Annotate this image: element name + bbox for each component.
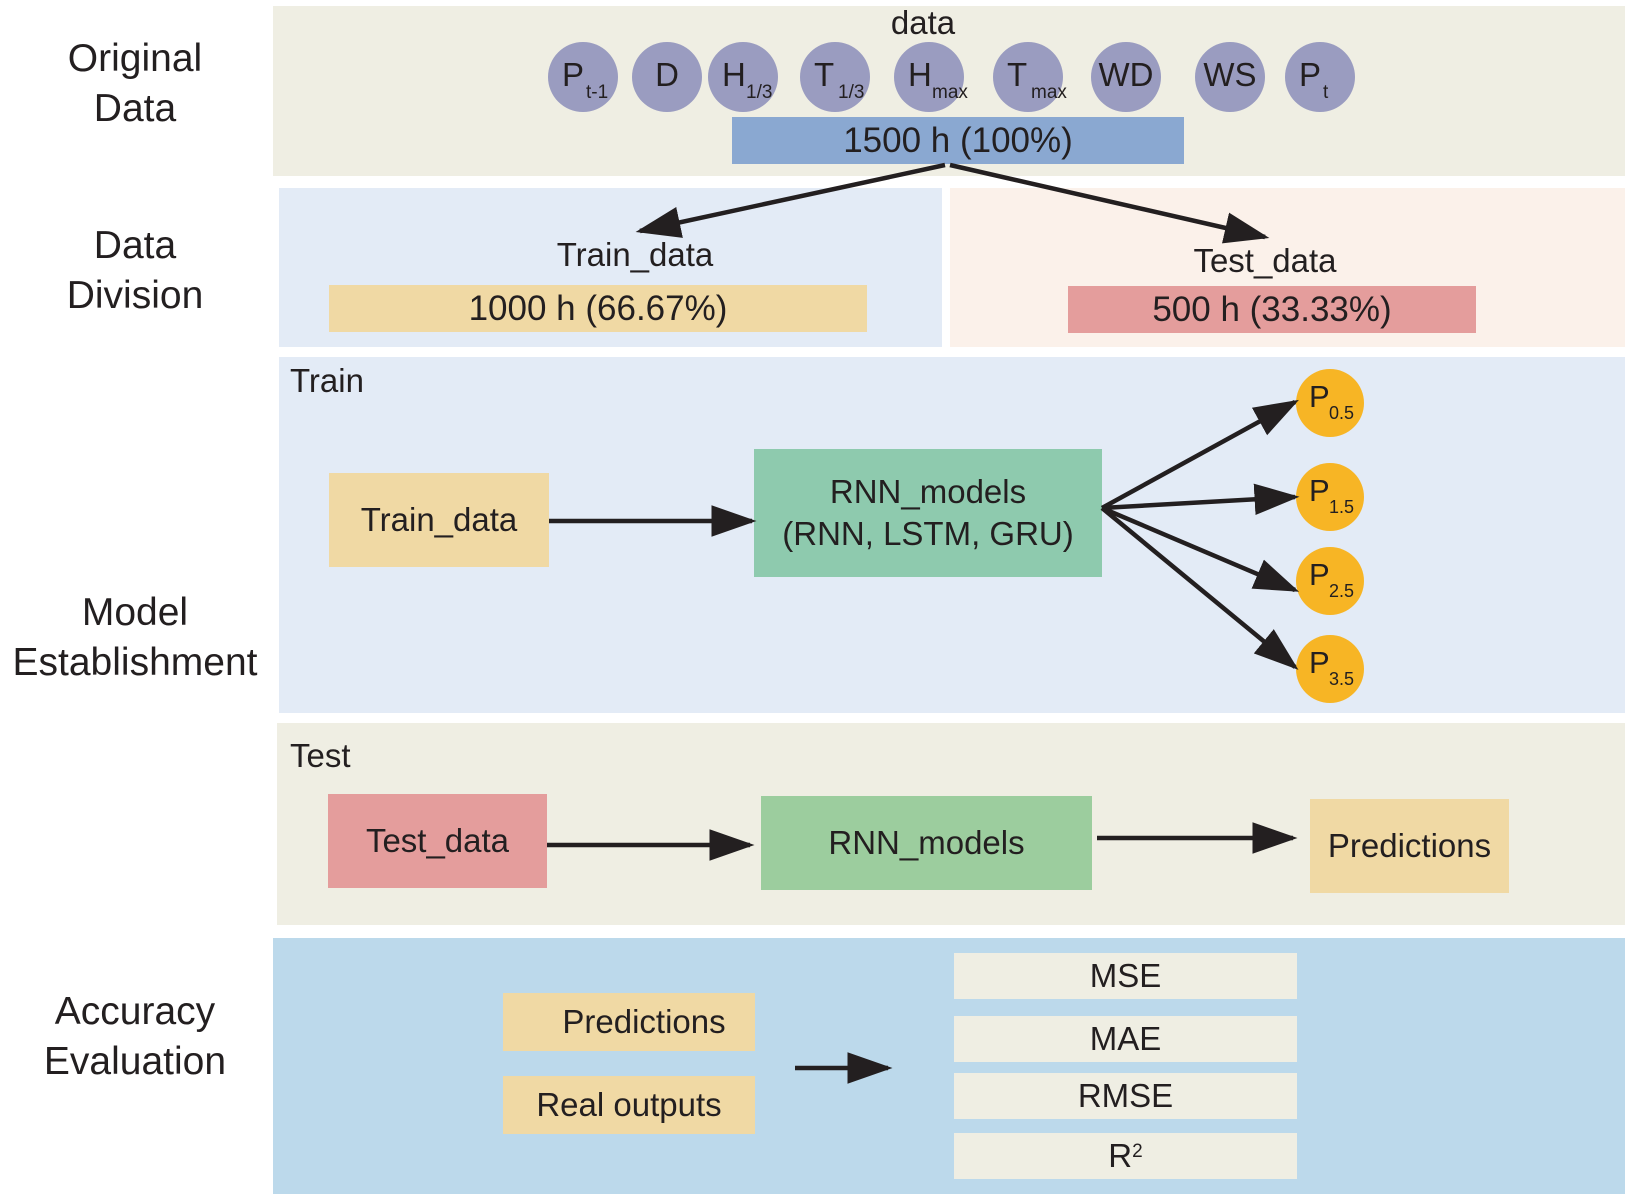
arrow-model-to-p25	[1101, 505, 1300, 593]
variable-subscript: t	[1323, 82, 1329, 103]
test-predictions-box: Predictions	[1310, 799, 1509, 893]
variable-symbol: P	[562, 56, 585, 93]
variable-symbol: WD	[1098, 56, 1154, 93]
arrow-model-to-p05	[1100, 399, 1299, 510]
variable-symbol: T	[814, 56, 835, 93]
variable-symbol: H	[722, 56, 746, 93]
eval-real-outputs-box: Real outputs	[503, 1076, 755, 1134]
test-section-label: Test	[290, 737, 351, 774]
output-subscript: 0.5	[1329, 403, 1355, 423]
test-split-title: Test_data	[1193, 242, 1337, 279]
test-input-box: Test_data	[328, 794, 547, 888]
arrow-model-to-p15	[1101, 483, 1300, 516]
variable-symbol: WS	[1203, 56, 1257, 93]
variable-subscript: max	[932, 82, 968, 103]
stage-label-data-division: Data Division	[0, 221, 270, 321]
variable-symbol: D	[655, 56, 679, 93]
output-subscript: 1.5	[1329, 497, 1355, 517]
rnn-models-box: RNN_models (RNN, LSTM, GRU)	[754, 449, 1102, 577]
stage-label-line: Division	[66, 274, 204, 317]
output-subscript: 2.5	[1329, 581, 1355, 601]
evaluation-panel	[273, 938, 1625, 1194]
output-symbol: P	[1309, 557, 1330, 592]
train-split-title: Train_data	[556, 236, 714, 273]
train-section-label: Train	[290, 362, 364, 399]
arrow-split-train	[635, 162, 946, 238]
stage-label-line: Data	[93, 87, 177, 130]
test-split-bar: 500 h (33.33%)	[1068, 286, 1476, 333]
variable-subscript: t-1	[586, 82, 609, 103]
variable-subscript: max	[1031, 82, 1067, 103]
metric-mse: MSE	[954, 953, 1297, 999]
metric-rmse: RMSE	[954, 1073, 1297, 1119]
stage-label-line: Accuracy	[54, 990, 216, 1033]
stage-label-accuracy-evaluation: Accuracy Evaluation	[0, 987, 270, 1087]
metric-mae: MAE	[954, 1016, 1297, 1062]
arrow-model-to-p35	[1100, 506, 1299, 670]
stage-label-model-establishment: Model Establishment	[0, 588, 270, 688]
arrow-split-test	[949, 162, 1270, 244]
variable-subscript: 1/3	[838, 82, 865, 103]
total-data-bar: 1500 h (100%)	[732, 117, 1184, 164]
stage-label-line: Data	[93, 224, 177, 267]
output-symbol: P	[1309, 473, 1330, 508]
stage-label-line: Original	[67, 37, 203, 80]
r2-main: R	[1108, 1137, 1133, 1174]
original-data-title: data	[890, 4, 956, 41]
variable-symbol: H	[908, 56, 932, 93]
variable-subscript: 1/3	[746, 82, 773, 103]
eval-predictions-box: Predictions	[503, 993, 755, 1051]
stage-label-line: Evaluation	[43, 1040, 227, 1083]
output-symbol: P	[1309, 379, 1330, 414]
train-input-box: Train_data	[329, 473, 549, 567]
r2-superscript: 2	[1132, 1141, 1143, 1162]
output-symbol: P	[1309, 645, 1330, 680]
variable-circle: WD	[1091, 42, 1161, 112]
test-rnn-models-box: RNN_models	[761, 796, 1092, 890]
variable-symbol: T	[1007, 56, 1028, 93]
stage-label-line: Establishment	[12, 641, 258, 684]
variable-circle: D	[632, 42, 702, 112]
stage-label-original-data: Original Data	[0, 34, 270, 134]
train-split-bar: 1000 h (66.67%)	[329, 285, 867, 332]
stage-label-line: Model	[81, 591, 189, 634]
variable-circle: WS	[1195, 42, 1265, 112]
output-subscript: 3.5	[1329, 669, 1355, 689]
rnn-models-variants: (RNN, LSTM, GRU)	[782, 515, 1074, 552]
variable-symbol: P	[1299, 56, 1322, 93]
rnn-models-label: RNN_models	[829, 473, 1027, 510]
